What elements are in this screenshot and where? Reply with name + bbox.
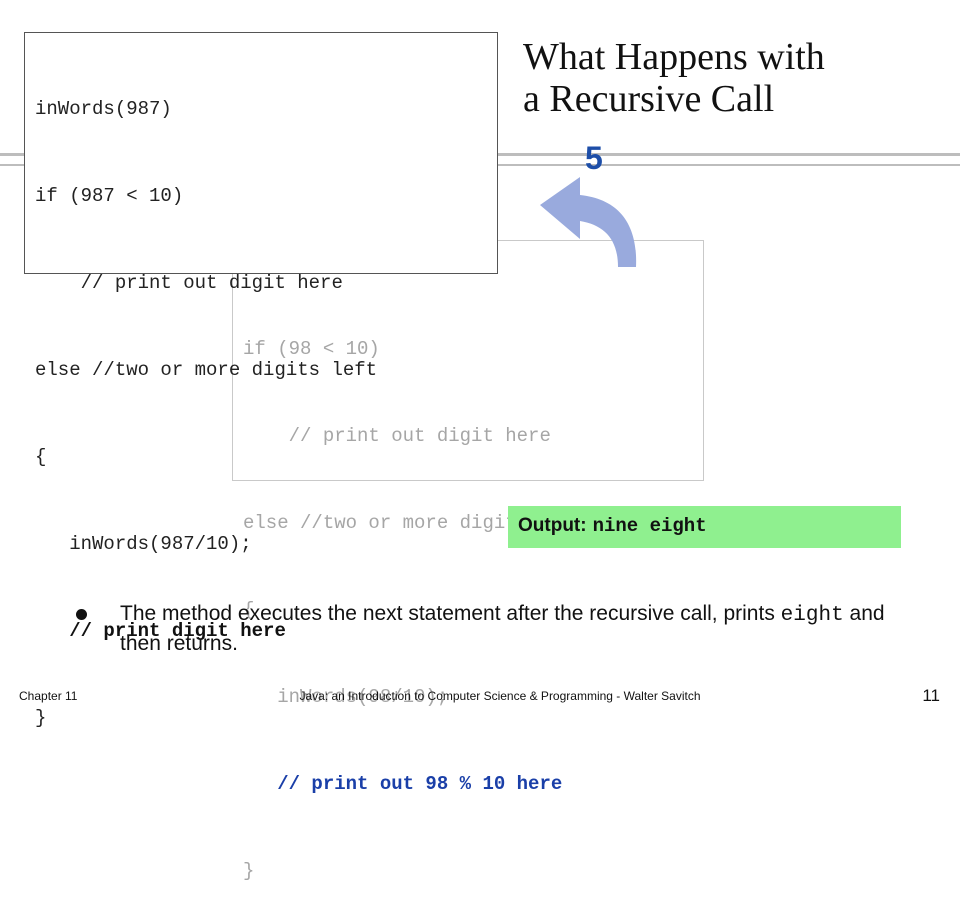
code-line: // print out digit here [243,425,551,447]
bullet-text-part1: The method executes the next statement a… [120,602,781,625]
code-line: { [243,599,255,621]
code-line: // print out digit here [35,272,343,294]
code-line: inWords(987) [35,98,172,120]
output-value: nine eight [592,515,707,537]
code-line: else //two or more digits left [35,359,378,381]
footer-page-number: 11 [922,686,940,705]
title-line-1: What Happens with [523,36,825,78]
title-line-2: a Recursive Call [523,78,775,120]
code-line: inWords(98/10); [243,686,449,708]
slide-title: What Happens with a Recursive Call [523,36,943,120]
bullet-dot-icon [76,609,87,620]
return-arrow-icon [540,177,637,267]
code-line: } [243,860,255,882]
code-line: if (98 < 10) [243,338,380,360]
code-line-current: // print out 98 % 10 here [243,773,563,795]
footer-chapter: Chapter 11 [19,689,78,703]
footer-book-title: Java: an Introduction to Computer Scienc… [299,689,701,703]
output-box: Output:nine eight [508,506,901,548]
code-line: } [35,707,47,729]
code-line: { [35,446,47,468]
bullet-text-part2: and then returns. [120,602,885,655]
code-line: inWords(987/10); [35,533,252,555]
bullet-text: The method executes the next statement a… [120,600,910,658]
step-number: 5 [585,140,603,176]
bullet-code: eight [780,604,844,627]
code-line-current: // print digit here [35,620,286,642]
code-box-inwords-98: if (98 < 10) // print out digit here els… [232,240,704,882]
output-label: Output: [518,515,587,536]
code-line: if (987 < 10) [35,185,184,207]
code-box-inwords-987: inWords(987) if (987 < 10) // print out … [24,32,498,729]
